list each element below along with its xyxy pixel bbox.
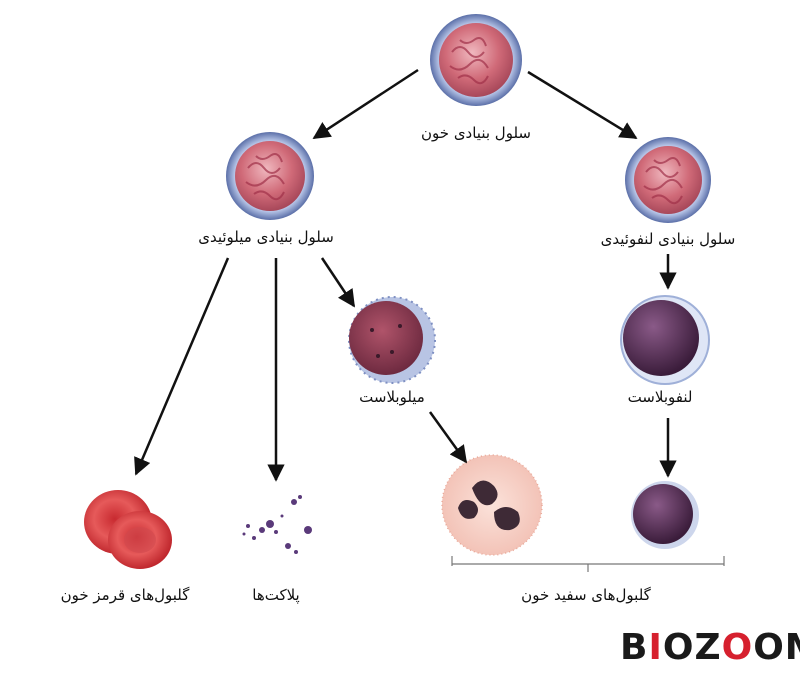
label-myeloblast: میلوبلاست [359, 388, 425, 406]
label-hematopoietic-stem-cell: سلول بنیادی خون [421, 124, 531, 142]
label-platelets: پلاکت‌ها [252, 586, 300, 604]
label-myeloid-stem-cell: سلول بنیادی میلوئیدی [198, 228, 334, 246]
white-blood-cells-bracket [451, 556, 725, 572]
platelets-cluster [242, 495, 312, 554]
red-blood-cells [84, 490, 172, 569]
biozoom-logo: BIOZOOM [620, 627, 800, 668]
label-red-blood-cells: گلبول‌های قرمز خون [60, 586, 190, 604]
myeloblast-cell [348, 296, 436, 384]
lymphoid-stem-cell [625, 137, 711, 223]
label-lymphoblast: لنفوبلاست [627, 388, 693, 406]
hematopoietic-stem-cell [430, 14, 522, 106]
label-lymphoid-stem-cell: سلول بنیادی لنفوئیدی [600, 230, 736, 248]
diagram-arrows [134, 68, 677, 482]
label-white-blood-cells: گلبول‌های سفید خون [521, 586, 651, 604]
neutrophil-cell [441, 454, 543, 556]
lymphocyte-cell [631, 481, 699, 549]
myeloid-stem-cell [226, 132, 314, 220]
lymphoblast-cell [620, 295, 710, 385]
